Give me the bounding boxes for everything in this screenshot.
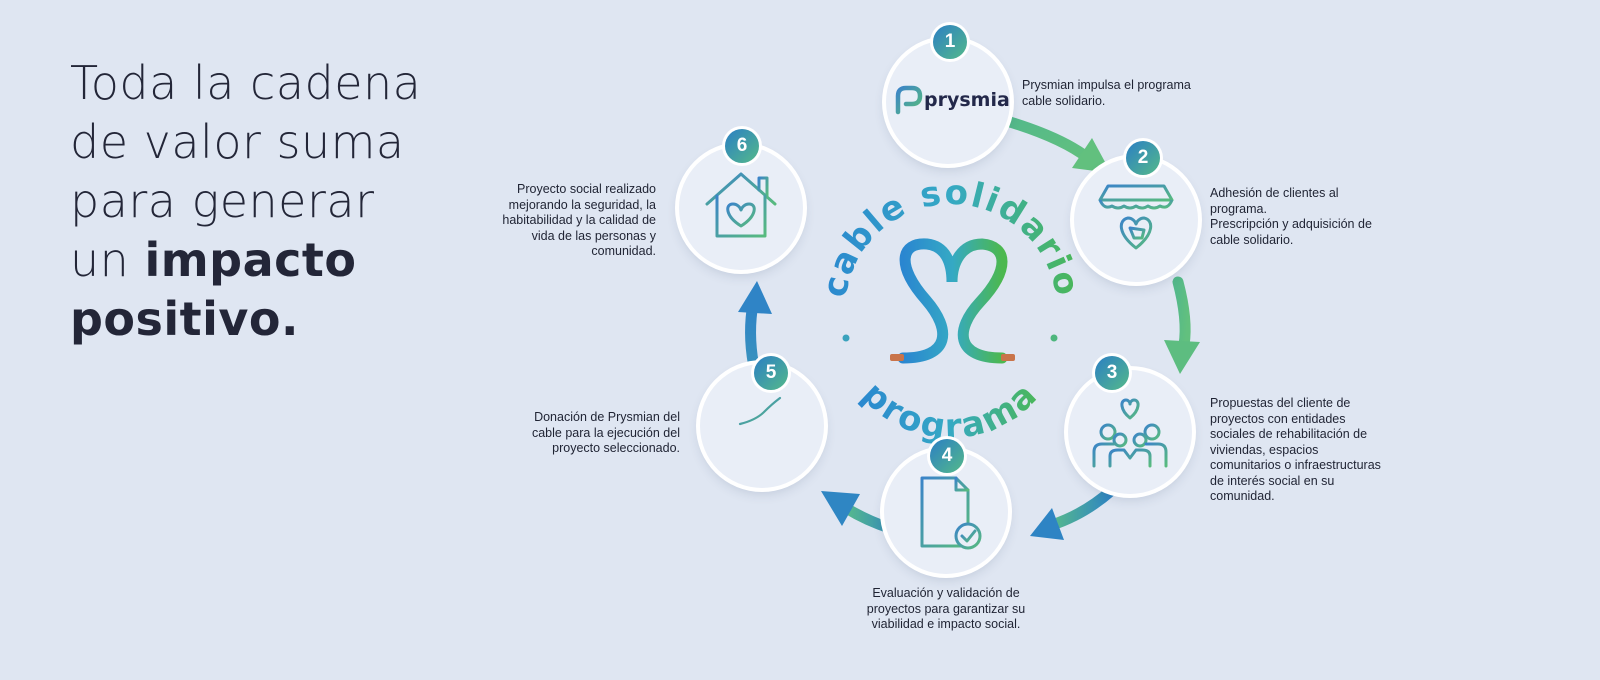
cable-heart-icon [897, 238, 1008, 364]
step-2-text: Adhesión de clientes al programa. Prescr… [1210, 186, 1372, 247]
step-5-badge: 5 [754, 356, 788, 390]
headline-line-4-prefix: un [70, 233, 145, 287]
emblem-bottom-text: programa [854, 374, 1046, 447]
emblem-dot-left [842, 334, 850, 342]
step-2-circle [1074, 158, 1198, 282]
step-3-circle [1068, 370, 1192, 494]
headline-line-4: un impacto [70, 231, 490, 290]
heart-shop-icon [1098, 184, 1174, 256]
emblem-dot-right [1050, 334, 1058, 342]
step-4-badge: 4 [930, 439, 964, 473]
arrow-5-to-6-head [738, 281, 772, 314]
cable-coil-icon [724, 396, 796, 454]
arrow-1-to-2-head [1072, 138, 1111, 173]
step-1-circle: prysmian [886, 40, 1010, 164]
heart-house-icon [705, 172, 777, 238]
arrow-3-to-4-head [1030, 508, 1064, 540]
cable-end-left [890, 354, 904, 361]
arrow-2-to-3 [1172, 276, 1191, 351]
arrow-4-to-5-head [821, 491, 860, 526]
prysmian-wordmark: prysmian [924, 89, 1010, 111]
headline-line-5: positivo. [70, 292, 299, 346]
arrow-5-to-6 [745, 304, 761, 378]
step-6-circle [679, 146, 803, 270]
checklist-document-icon [920, 476, 982, 550]
step-5-text: Donación de Prysmian del cable para la e… [531, 410, 680, 455]
step-4-text: Evaluación y validación de proyectos par… [866, 586, 1026, 631]
step-6-badge: 6 [725, 129, 759, 163]
arrow-3-to-4 [1046, 484, 1118, 531]
step-1-text: Prysmian impulsa el programa cable solid… [1022, 78, 1191, 108]
community-heart-icon [1092, 398, 1168, 468]
arrow-2-to-3-head [1164, 340, 1200, 374]
headline-line-4-bold: impacto [144, 233, 357, 287]
cable-end-right [1001, 354, 1015, 361]
headline-line-1: Toda la cadena [70, 56, 422, 110]
step-3-text: Propuestas del cliente de proyectos con … [1210, 396, 1381, 503]
step-1-badge: 1 [933, 25, 967, 59]
step-6-text: Proyecto social realizado mejorando la s… [502, 182, 656, 258]
step-2-badge: 2 [1126, 141, 1160, 175]
step-3-badge: 3 [1095, 356, 1129, 390]
headline: Toda la cadena de valor suma para genera… [70, 54, 490, 349]
headline-line-2: de valor suma [70, 115, 405, 169]
prysmian-logo-icon: prysmian [895, 85, 1010, 115]
cable-solidario-emblem: cable solidario programa [815, 173, 1086, 448]
arrow-1-to-2 [1004, 116, 1094, 164]
headline-line-3: para generar [70, 174, 375, 228]
